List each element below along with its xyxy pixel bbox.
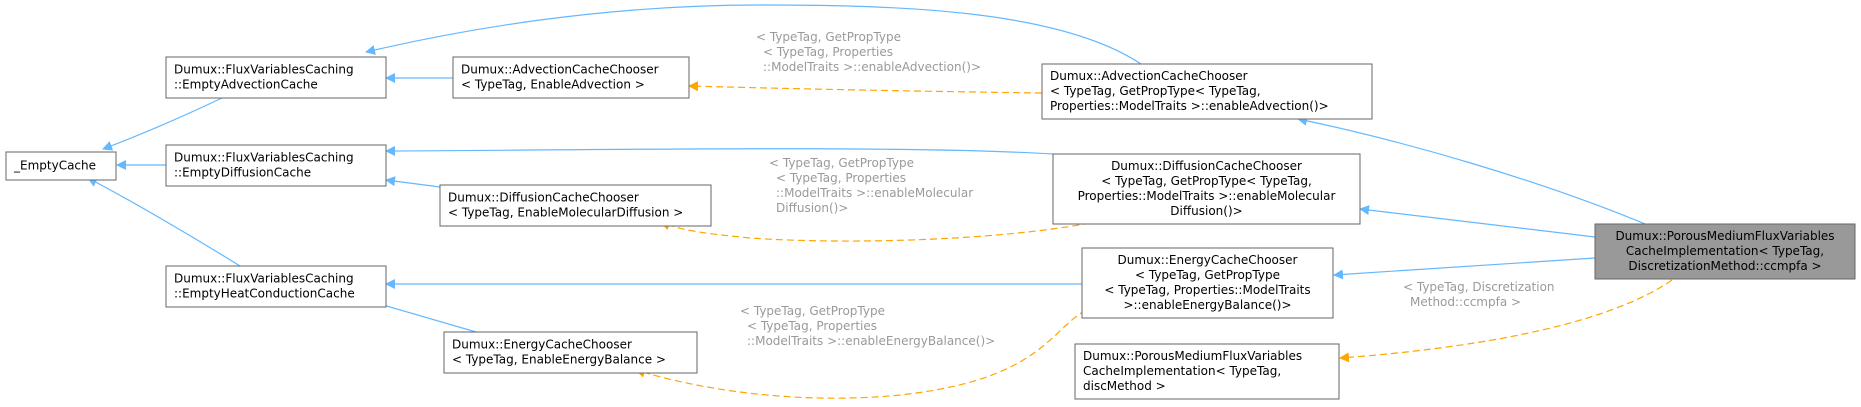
node-advection-chooser-bool[interactable]: Dumux::AdvectionCacheChooser< TypeTag, E…: [452, 56, 690, 99]
edge-label-line: < TypeTag, Properties: [776, 171, 906, 185]
node-box: [439, 184, 712, 227]
edge-label-line: < TypeTag, GetPropType: [756, 30, 901, 44]
node-box: [1052, 153, 1361, 225]
edge-advection-inst-to-advection-chooser-bool: [688, 81, 1043, 94]
edge-label-label-energy: < TypeTag, GetPropType< TypeTag, Propert…: [740, 304, 995, 348]
node-box: [165, 144, 387, 187]
node-label-line: Dumux::FluxVariablesCaching: [174, 63, 354, 77]
edge-label-label-disc: < TypeTag, DiscretizationMethod::ccmpfa …: [1403, 280, 1555, 309]
node-label-line: < TypeTag, GetPropType< TypeTag,: [1101, 174, 1312, 188]
edge-label-line: < TypeTag, Discretization: [1403, 280, 1555, 294]
node-label-line: >::enableEnergyBalance()>: [1123, 298, 1291, 312]
node-pm-flux-cache-impl-template[interactable]: Dumux::PorousMediumFluxVariablesCacheImp…: [1074, 343, 1340, 400]
edge-label-line: Method::ccmpfa >: [1410, 295, 1521, 309]
edge-label-label-advection: < TypeTag, GetPropType< TypeTag, Propert…: [756, 30, 981, 74]
node-label-line: Dumux::DiffusionCacheChooser: [448, 191, 639, 205]
node-label-line: < TypeTag, GetPropType< TypeTag,: [1050, 84, 1261, 98]
node-box: [165, 56, 387, 99]
edge-empty-advection-to-empty-cache: [102, 96, 225, 151]
node-label-line: Dumux::FluxVariablesCaching: [174, 151, 354, 165]
node-empty-cache[interactable]: _EmptyCache: [5, 151, 117, 181]
node-label-line: Dumux::AdvectionCacheChooser: [1050, 69, 1248, 83]
node-label-line: _EmptyCache: [13, 159, 96, 173]
edge-label-line: < TypeTag, GetPropType: [769, 156, 914, 170]
node-label-line: Dumux::PorousMediumFluxVariables: [1083, 349, 1302, 363]
node-diffusion-chooser-bool[interactable]: Dumux::DiffusionCacheChooser< TypeTag, E…: [439, 184, 712, 227]
node-label-line: < TypeTag, GetPropType: [1135, 268, 1280, 282]
node-label-line: Dumux::PorousMediumFluxVariables: [1615, 229, 1834, 243]
node-box: [443, 331, 698, 374]
node-label-line: CacheImplementation< TypeTag,: [1083, 364, 1281, 378]
edge-label-line: < TypeTag, Properties: [763, 45, 893, 59]
edge-advection-chooser-inst-to-empty-advection: [365, 4, 1142, 65]
edge-energy-inst-to-energy-chooser-bool: [635, 309, 1087, 399]
node-label-line: ::EmptyDiffusionCache: [174, 166, 311, 180]
edge-diffusion-inst-to-diffusion-chooser-bool: [660, 220, 1091, 242]
edge-labels-layer: < TypeTag, GetPropType< TypeTag, Propert…: [740, 30, 1555, 348]
node-box: [1041, 63, 1373, 120]
node-box: [165, 265, 387, 308]
edge-label-line: ::ModelTraits >::enableMolecular: [776, 186, 973, 200]
node-label-line: CacheImplementation< TypeTag,: [1626, 244, 1824, 258]
node-label-line: < TypeTag, EnableMolecularDiffusion >: [448, 206, 683, 220]
node-empty-heat-conduction-cache[interactable]: Dumux::FluxVariablesCaching::EmptyHeatCo…: [165, 265, 387, 308]
node-empty-advection-cache[interactable]: Dumux::FluxVariablesCaching::EmptyAdvect…: [165, 56, 387, 99]
edge-empty-heat-to-empty-cache: [87, 177, 241, 267]
node-label-line: Dumux::DiffusionCacheChooser: [1111, 159, 1302, 173]
node-pm-flux-cache-impl-ccmpfa[interactable]: Dumux::PorousMediumFluxVariablesCacheImp…: [1594, 223, 1856, 280]
node-box: [452, 56, 690, 99]
edge-ccmpfa-to-energy-chooser-inst: [1333, 257, 1596, 280]
node-advection-chooser-inst[interactable]: Dumux::AdvectionCacheChooser< TypeTag, G…: [1041, 63, 1373, 120]
edge-label-line: ::ModelTraits >::enableAdvection()>: [763, 60, 981, 74]
edge-label-line: ::ModelTraits >::enableEnergyBalance()>: [747, 334, 995, 348]
node-label-line: DiscretizationMethod::ccmpfa >: [1628, 259, 1821, 273]
inheritance-edges: [87, 4, 1651, 335]
node-label-line: discMethod >: [1083, 379, 1166, 393]
node-label-line: Dumux::AdvectionCacheChooser: [461, 63, 659, 77]
node-label-line: Dumux::EnergyCacheChooser: [452, 338, 632, 352]
edge-diffusion-chooser-inst-to-empty-diffusion: [385, 145, 1054, 156]
template-edges: [635, 81, 1673, 399]
node-label-line: < TypeTag, EnableAdvection >: [461, 78, 645, 92]
node-label-line: Dumux::FluxVariablesCaching: [174, 272, 354, 286]
edge-ccmpfa-to-advection-chooser-inst: [1297, 115, 1651, 227]
node-label-line: Dumux::EnergyCacheChooser: [1118, 253, 1298, 267]
edge-ccmpfa-to-diffusion-chooser-inst: [1359, 205, 1596, 238]
node-label-line: Diffusion()>: [1170, 204, 1242, 218]
edge-label-line: < TypeTag, Properties: [747, 319, 877, 333]
edge-ccmpfa-to-pm-flux-cache-template: [1339, 279, 1673, 363]
node-label-line: Properties::ModelTraits >::enableMolecul…: [1078, 189, 1336, 203]
node-label-line: < TypeTag, Properties::ModelTraits: [1104, 283, 1310, 297]
node-energy-chooser-bool[interactable]: Dumux::EnergyCacheChooser< TypeTag, Enab…: [443, 331, 698, 374]
node-diffusion-chooser-inst[interactable]: Dumux::DiffusionCacheChooser< TypeTag, G…: [1052, 153, 1361, 225]
node-label-line: < TypeTag, EnableEnergyBalance >: [452, 353, 666, 367]
edge-label-line: Diffusion()>: [776, 201, 848, 215]
node-box: [1081, 247, 1334, 319]
node-empty-diffusion-cache[interactable]: Dumux::FluxVariablesCaching::EmptyDiffus…: [165, 144, 387, 187]
node-energy-chooser-inst[interactable]: Dumux::EnergyCacheChooser< TypeTag, GetP…: [1081, 247, 1334, 319]
node-box: [5, 151, 117, 181]
node-label-line: ::EmptyHeatConductionCache: [174, 287, 355, 301]
edge-diffusion-chooser-bool-to-empty-diffusion: [385, 176, 441, 188]
node-label-line: Properties::ModelTraits >::enableAdvecti…: [1050, 99, 1329, 113]
node-label-line: ::EmptyAdvectionCache: [174, 78, 318, 92]
node-box: [1074, 343, 1340, 400]
edge-label-label-diffusion: < TypeTag, GetPropType< TypeTag, Propert…: [769, 156, 973, 215]
edge-label-line: < TypeTag, GetPropType: [740, 304, 885, 318]
node-box: [1594, 223, 1856, 280]
nodes-layer: _EmptyCacheDumux::FluxVariablesCaching::…: [5, 56, 1856, 400]
